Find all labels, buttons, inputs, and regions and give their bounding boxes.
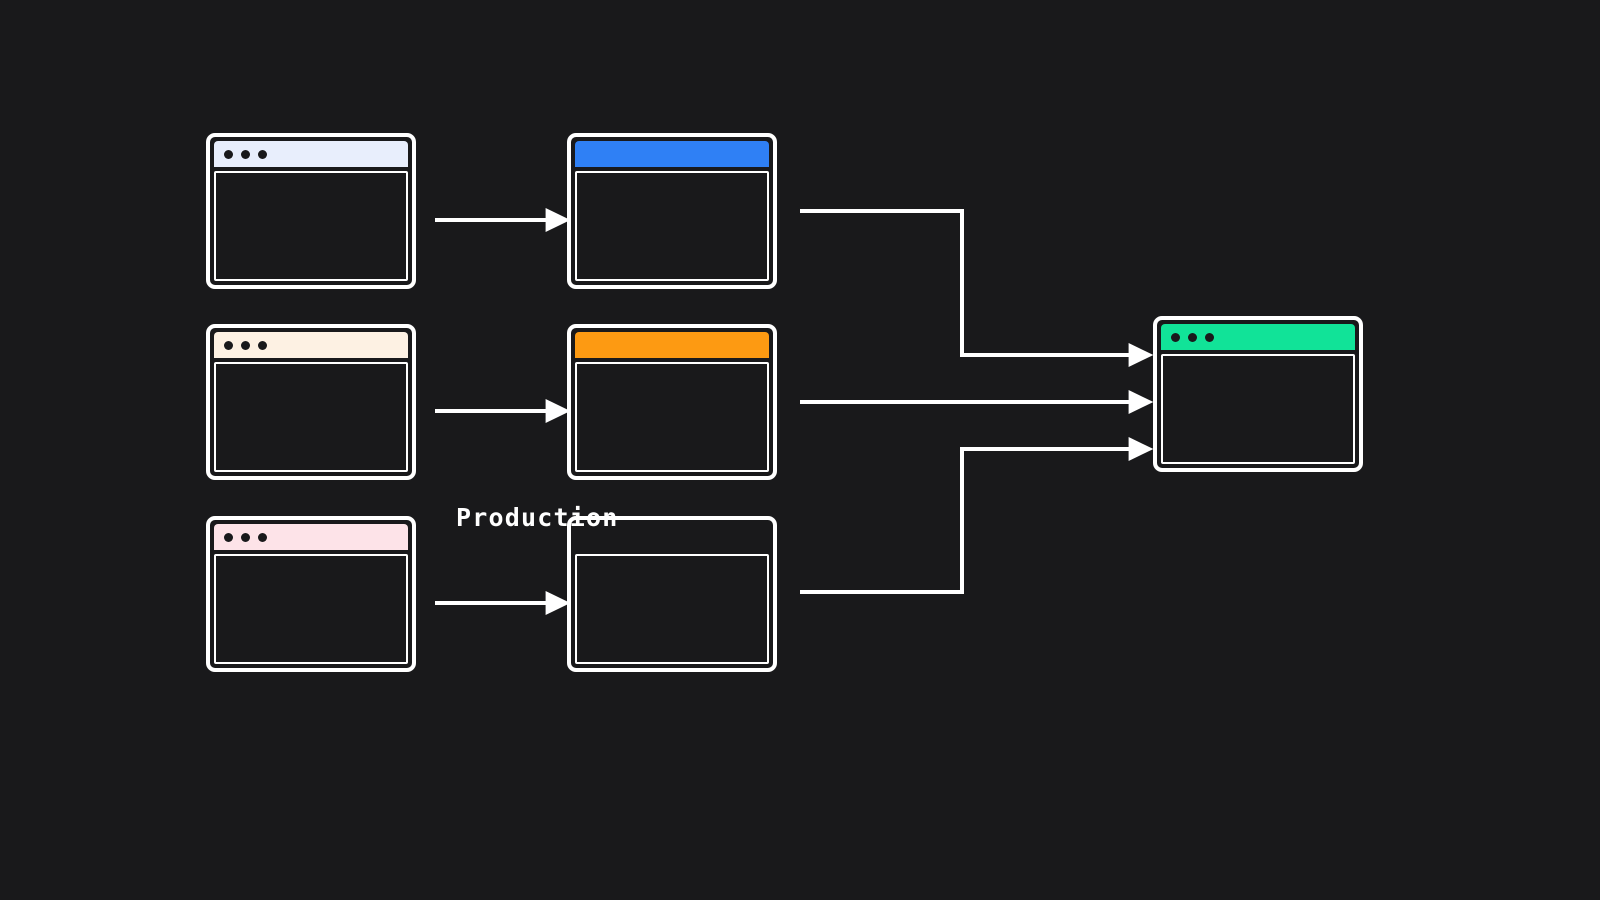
window-control-dot-icon[interactable] bbox=[258, 532, 267, 542]
preview-window-pink[interactable] bbox=[567, 516, 777, 672]
local-dev-window-3[interactable] bbox=[206, 516, 416, 672]
production-window-viewport bbox=[1161, 354, 1355, 464]
window-control-dot-icon[interactable] bbox=[224, 149, 233, 159]
preview-window-blue-titlebar bbox=[575, 141, 769, 167]
production-window[interactable] bbox=[1153, 316, 1363, 472]
local-dev-window-3-viewport bbox=[214, 554, 408, 664]
preview-window-orange[interactable] bbox=[567, 324, 777, 480]
production-window-titlebar bbox=[1161, 324, 1355, 350]
window-control-dot-icon[interactable] bbox=[1205, 332, 1214, 342]
column-label-previews: Previews bbox=[0, 730, 1470, 759]
preview-window-orange-titlebar bbox=[575, 332, 769, 358]
window-control-dot-icon[interactable] bbox=[241, 149, 250, 159]
local-dev-window-2-viewport bbox=[214, 362, 408, 472]
local-dev-window-3-titlebar bbox=[214, 524, 408, 550]
window-control-dot-icon[interactable] bbox=[258, 149, 267, 159]
window-control-dot-icon[interactable] bbox=[1188, 332, 1197, 342]
column-label-production: Production bbox=[456, 503, 619, 532]
window-control-dot-icon[interactable] bbox=[1171, 332, 1180, 342]
window-control-dot-icon[interactable] bbox=[224, 532, 233, 542]
local-dev-window-1-titlebar bbox=[214, 141, 408, 167]
preview-window-blue-viewport bbox=[575, 171, 769, 281]
window-control-dot-icon[interactable] bbox=[241, 340, 250, 350]
local-dev-window-2[interactable] bbox=[206, 324, 416, 480]
window-control-dot-icon[interactable] bbox=[224, 340, 233, 350]
preview-window-blue[interactable] bbox=[567, 133, 777, 289]
connector-preview-blue-to-production bbox=[800, 209, 1154, 367]
local-dev-window-1[interactable] bbox=[206, 133, 416, 289]
local-dev-window-1-viewport bbox=[214, 171, 408, 281]
window-control-dot-icon[interactable] bbox=[241, 532, 250, 542]
preview-window-pink-viewport bbox=[575, 554, 769, 664]
window-control-dot-icon[interactable] bbox=[258, 340, 267, 350]
preview-window-orange-viewport bbox=[575, 362, 769, 472]
local-dev-window-2-titlebar bbox=[214, 332, 408, 358]
